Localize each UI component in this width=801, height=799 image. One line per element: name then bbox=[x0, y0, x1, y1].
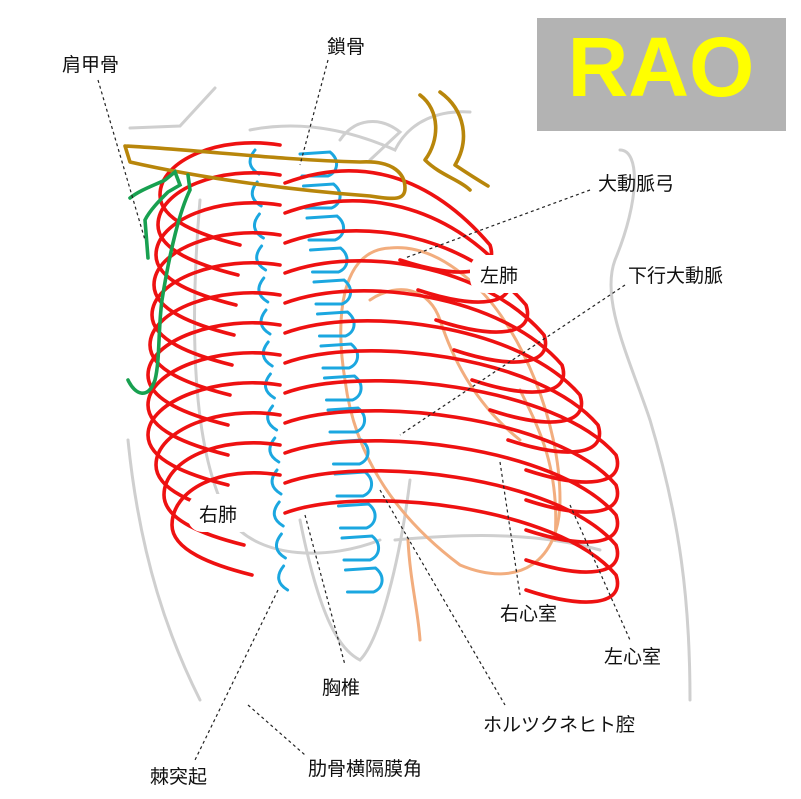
rib-left-9 bbox=[146, 380, 282, 487]
rib-right-11 bbox=[283, 469, 620, 574]
label-aortic-arch: 大動脈弓 bbox=[598, 173, 674, 195]
view-label-box bbox=[537, 18, 786, 131]
label-right-ventricle: 右心室 bbox=[500, 603, 557, 625]
rib-left-7 bbox=[146, 320, 282, 427]
label-holzknecht-space: ホルツクネヒト腔 bbox=[483, 714, 635, 736]
vertebra-8 bbox=[264, 372, 363, 402]
rib-right-10 bbox=[283, 439, 620, 544]
label-scapula: 肩甲骨 bbox=[62, 54, 119, 76]
rib-left-12 bbox=[170, 470, 282, 577]
right-lung-label-bg bbox=[188, 494, 256, 532]
rib-left-11 bbox=[162, 440, 282, 547]
rib-right-4 bbox=[283, 259, 548, 364]
rib-right-5 bbox=[283, 289, 566, 394]
thoracic-spine bbox=[248, 148, 384, 594]
ribs bbox=[146, 140, 620, 604]
rib-left-3 bbox=[154, 200, 282, 307]
label-descending-aorta: 下行大動脈 bbox=[628, 265, 723, 287]
vertebra-9 bbox=[266, 404, 366, 434]
label-vertebra: 胸椎 bbox=[322, 677, 360, 699]
vertebra-3 bbox=[253, 212, 345, 242]
rib-left-6 bbox=[148, 290, 282, 397]
label-clavicle: 鎖骨 bbox=[327, 36, 365, 58]
left-lung-label-bg bbox=[470, 255, 538, 293]
vertebra-13 bbox=[275, 532, 380, 562]
label-left-ventricle: 左心室 bbox=[604, 646, 661, 668]
vertebra-14 bbox=[277, 564, 384, 594]
rib-right-9 bbox=[283, 409, 620, 514]
rib-right-12 bbox=[283, 499, 620, 604]
rib-right-6 bbox=[283, 319, 584, 424]
leader-lines bbox=[97, 59, 631, 761]
label-costophrenic-angle: 肋骨横隔膜角 bbox=[308, 758, 422, 780]
vertebra-7 bbox=[261, 340, 359, 370]
rib-left-4 bbox=[152, 230, 282, 337]
label-right-lung: 右肺 bbox=[199, 504, 237, 526]
label-left-lung: 左肺 bbox=[480, 265, 518, 287]
rib-left-5 bbox=[150, 260, 282, 367]
view-label: RAO bbox=[568, 20, 755, 114]
rib-right-1 bbox=[283, 169, 494, 274]
scapula bbox=[126, 169, 192, 395]
clavicle bbox=[123, 90, 490, 201]
rib-right-8 bbox=[283, 379, 620, 484]
rib-left-2 bbox=[156, 170, 282, 277]
rib-left-8 bbox=[146, 350, 282, 457]
vertebra-12 bbox=[272, 500, 377, 530]
rib-left-1 bbox=[158, 140, 282, 247]
label-spinous-process: 棘突起 bbox=[150, 766, 207, 788]
